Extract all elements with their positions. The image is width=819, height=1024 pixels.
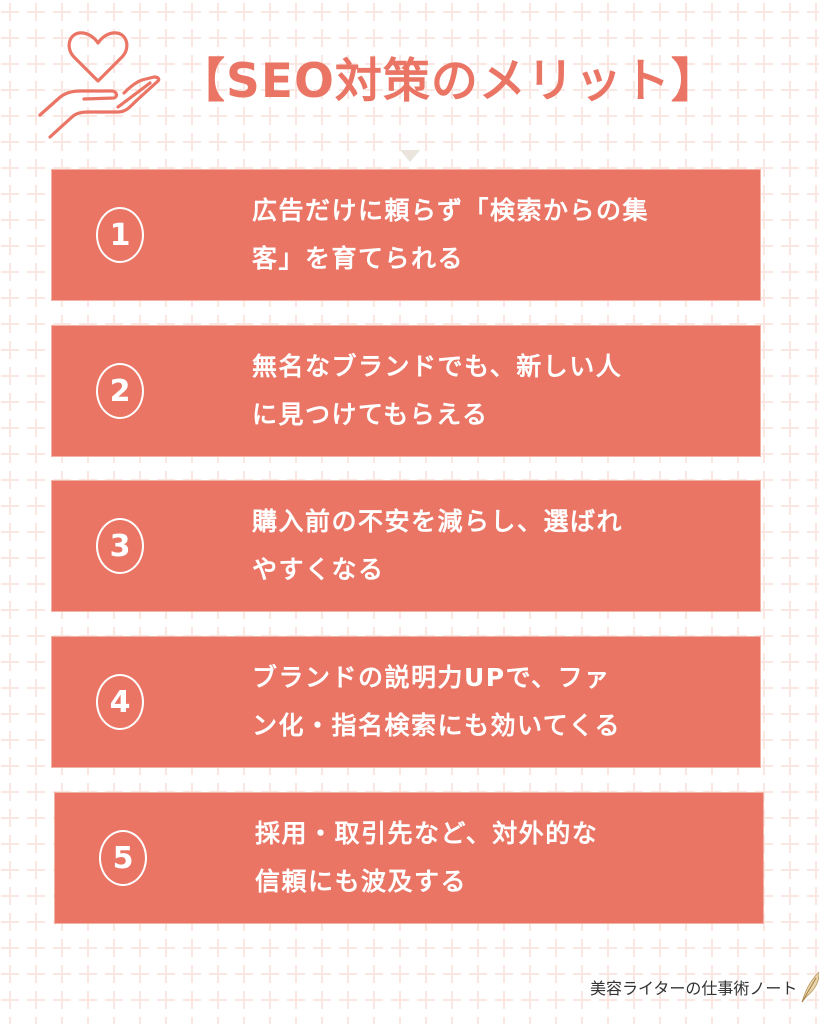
- merit-card-2: 2 無名なブランドでも、新しい人 に見つけてもらえる: [52, 326, 760, 456]
- merit-card-4: 4 ブランドの説明力UPで、ファ ン化・指名検索にも効いてくる: [52, 637, 760, 767]
- merit-text-5: 採用・取引先など、対外的な 信頼にも波及する: [255, 819, 599, 896]
- circled-number-3: 3: [96, 518, 144, 574]
- page-title: 【SEO対策のメリット】: [178, 54, 719, 109]
- circled-number-4: 4: [96, 674, 144, 730]
- merit-card-5: 5 採用・取引先など、対外的な 信頼にも波及する: [55, 793, 763, 923]
- merit-card-1: 1 広告だけに頼らず「検索からの集 客」を育てられる: [52, 170, 760, 300]
- merit-text-1: 広告だけに頼らず「検索からの集 客」を育てられる: [252, 196, 650, 273]
- circled-number-1: 1: [96, 207, 144, 263]
- merit-text-2: 無名なブランドでも、新しい人 に見つけてもらえる: [252, 352, 623, 429]
- pointer-triangle-icon: [400, 150, 420, 162]
- footer-brand: 美容ライターの仕事術ノート: [590, 970, 819, 1004]
- feather-quill-icon: [801, 971, 819, 1003]
- merit-text-4: ブランドの説明力UPで、ファ ン化・指名検索にも効いてくる: [252, 663, 622, 740]
- heart-in-hand-icon: [34, 27, 164, 142]
- circled-number-5: 5: [99, 830, 147, 886]
- merit-card-3: 3 購入前の不安を減らし、選ばれ やすくなる: [52, 481, 760, 611]
- merit-text-3: 購入前の不安を減らし、選ばれ やすくなる: [252, 507, 624, 584]
- brand-name: 美容ライターの仕事術ノート: [590, 979, 798, 998]
- circled-number-2: 2: [96, 363, 144, 419]
